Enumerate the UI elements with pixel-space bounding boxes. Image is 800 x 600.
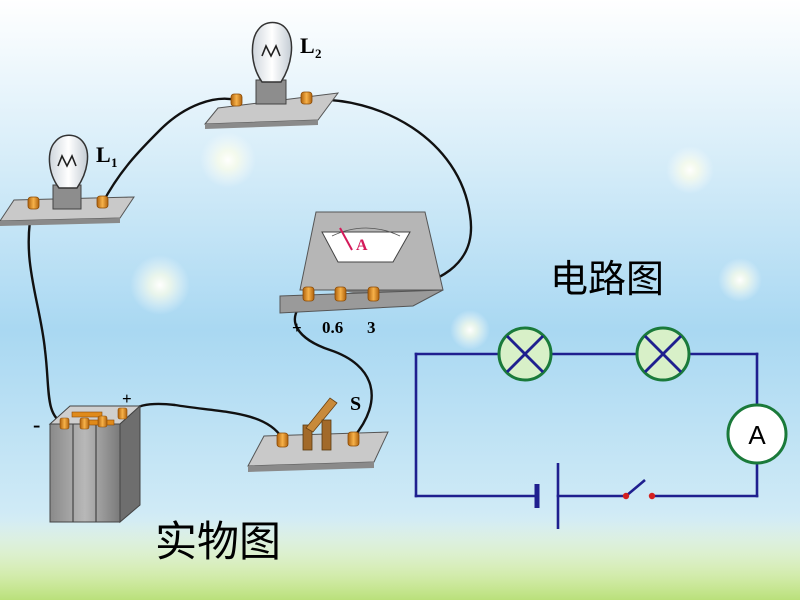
ammeter-needle bbox=[339, 227, 353, 251]
switch-base-board bbox=[247, 431, 389, 467]
sparkle bbox=[666, 146, 714, 194]
ammeter-terminal-label-3: 3 bbox=[367, 318, 376, 337]
schematic-switch-pivot bbox=[622, 492, 630, 500]
ammeter-face-label: A bbox=[356, 237, 368, 254]
switch-terminal-right bbox=[347, 431, 360, 447]
schematic-battery bbox=[534, 463, 560, 529]
schematic-title: 电路图 bbox=[550, 257, 664, 301]
ammeter-terminal-label-plus: + bbox=[292, 318, 302, 337]
ammeter-base bbox=[279, 289, 444, 314]
wire-l1-to-l2 bbox=[100, 97, 238, 206]
bulb-l2-terminal-right bbox=[300, 91, 313, 105]
schematic-ammeter: A bbox=[726, 403, 788, 465]
physical-circuit: L 2 L 1 A + 0.6 bbox=[0, 21, 473, 566]
bulb-l2: L 2 bbox=[203, 21, 340, 129]
bulb-l1-board-edge bbox=[0, 218, 120, 226]
battery: + - bbox=[33, 389, 142, 524]
bulb-l2-terminal-left bbox=[230, 93, 243, 107]
battery-terminal bbox=[79, 417, 90, 430]
ammeter-terminal-3 bbox=[367, 286, 380, 302]
bulb-l2-socket bbox=[255, 79, 287, 105]
bulb-l1-label: L bbox=[96, 142, 111, 167]
battery-front bbox=[49, 423, 121, 523]
bulb-l1-terminal-right bbox=[96, 195, 109, 209]
sparkle bbox=[450, 310, 490, 350]
wire-ammeter-to-switch bbox=[293, 295, 373, 440]
battery-terminal bbox=[97, 415, 108, 428]
battery-side bbox=[119, 404, 141, 524]
schematic-lamp-2 bbox=[635, 326, 691, 382]
battery-plus-label: + bbox=[122, 389, 132, 408]
bulb-l2-glass bbox=[251, 21, 293, 83]
ammeter-terminal-0-6 bbox=[334, 286, 347, 302]
sparkle bbox=[718, 258, 762, 302]
schematic-wires bbox=[414, 352, 759, 498]
switch-contact bbox=[321, 419, 332, 451]
schematic-switch-blade bbox=[625, 479, 646, 497]
switch: S bbox=[247, 393, 389, 472]
ammeter-dial-arc bbox=[331, 227, 401, 237]
bulb-l1-filament bbox=[57, 154, 77, 168]
schematic-ammeter-label: A bbox=[748, 420, 766, 450]
schematic-ammeter-circle bbox=[726, 403, 788, 465]
battery-terminal-plus bbox=[117, 407, 128, 420]
schematic-switch-contact bbox=[648, 492, 656, 500]
bulb-l1-subscript: 1 bbox=[111, 155, 118, 170]
grass-strip bbox=[0, 520, 800, 600]
schematic-lamp-1 bbox=[497, 326, 553, 382]
lamp-2-cross bbox=[644, 335, 682, 373]
schematic-diagram: 电路图 A bbox=[414, 257, 788, 529]
battery-strap bbox=[71, 411, 103, 418]
ammeter-terminal-label-0-6: 0.6 bbox=[322, 318, 343, 337]
switch-label: S bbox=[350, 393, 361, 415]
sparkle bbox=[200, 132, 256, 188]
ammeter: A + 0.6 3 bbox=[279, 211, 444, 337]
switch-terminal-left bbox=[276, 432, 289, 448]
battery-terminal-minus bbox=[59, 417, 70, 430]
bulb-l2-filament bbox=[261, 44, 281, 58]
bulb-l2-subscript: 2 bbox=[315, 46, 322, 61]
ammeter-terminal-plus bbox=[302, 286, 315, 302]
bulb-l1-terminal-left bbox=[27, 196, 40, 210]
switch-post bbox=[302, 424, 313, 451]
switch-lever bbox=[305, 397, 338, 433]
bulb-l1: L 1 bbox=[0, 134, 135, 226]
bulb-l2-board-edge bbox=[205, 120, 318, 129]
battery-minus-label: - bbox=[33, 412, 40, 437]
physical-title: 实物图 bbox=[155, 517, 281, 566]
bulb-l2-label: L bbox=[300, 33, 315, 58]
lamp-1-cross bbox=[506, 335, 544, 373]
sparkle bbox=[130, 255, 190, 315]
wire-battery-to-l1 bbox=[27, 202, 66, 426]
ammeter-dial-face bbox=[321, 231, 411, 263]
switch-board-edge bbox=[248, 462, 374, 472]
schematic-switch bbox=[622, 479, 656, 500]
